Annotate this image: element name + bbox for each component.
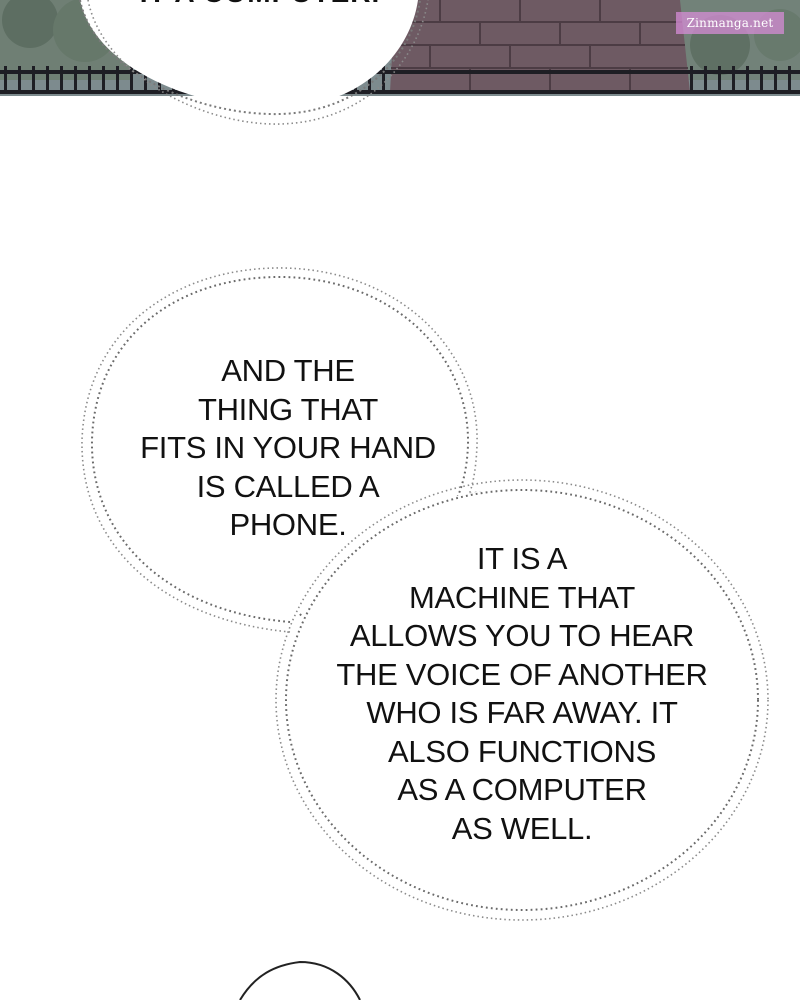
speech-line: AS WELL. [451, 810, 593, 846]
speech-line: AS A COMPUTER [397, 772, 647, 807]
partial-bubble-outline [79, 0, 421, 116]
partial-speech-bubble [80, 0, 418, 109]
speech-line: IS CALLED A [196, 468, 380, 504]
bottom-partial-bubble [239, 960, 361, 1000]
speech-line: ALLOWS YOU TO HEAR [349, 618, 695, 653]
speech-line: AND THE [221, 353, 355, 388]
speech-line: THING THAT [197, 391, 379, 427]
watermark: Zinmanga.net [676, 12, 784, 34]
speech-line: PHONE. [229, 507, 347, 542]
partial-bubble-text: IT A COMPUTER. [80, 0, 440, 8]
speech-bubble-machine [275, 479, 769, 921]
speech-line: THE VOICE OF ANOTHER [336, 656, 708, 692]
speech-line: ALSO FUNCTIONS [388, 733, 656, 769]
speech-line: MACHINE THAT [408, 579, 636, 615]
speech-line: IT IS A [476, 541, 568, 576]
speech-line: WHO IS FAR AWAY. IT [366, 695, 678, 730]
speech-line: FITS IN YOUR HAND [140, 430, 436, 465]
